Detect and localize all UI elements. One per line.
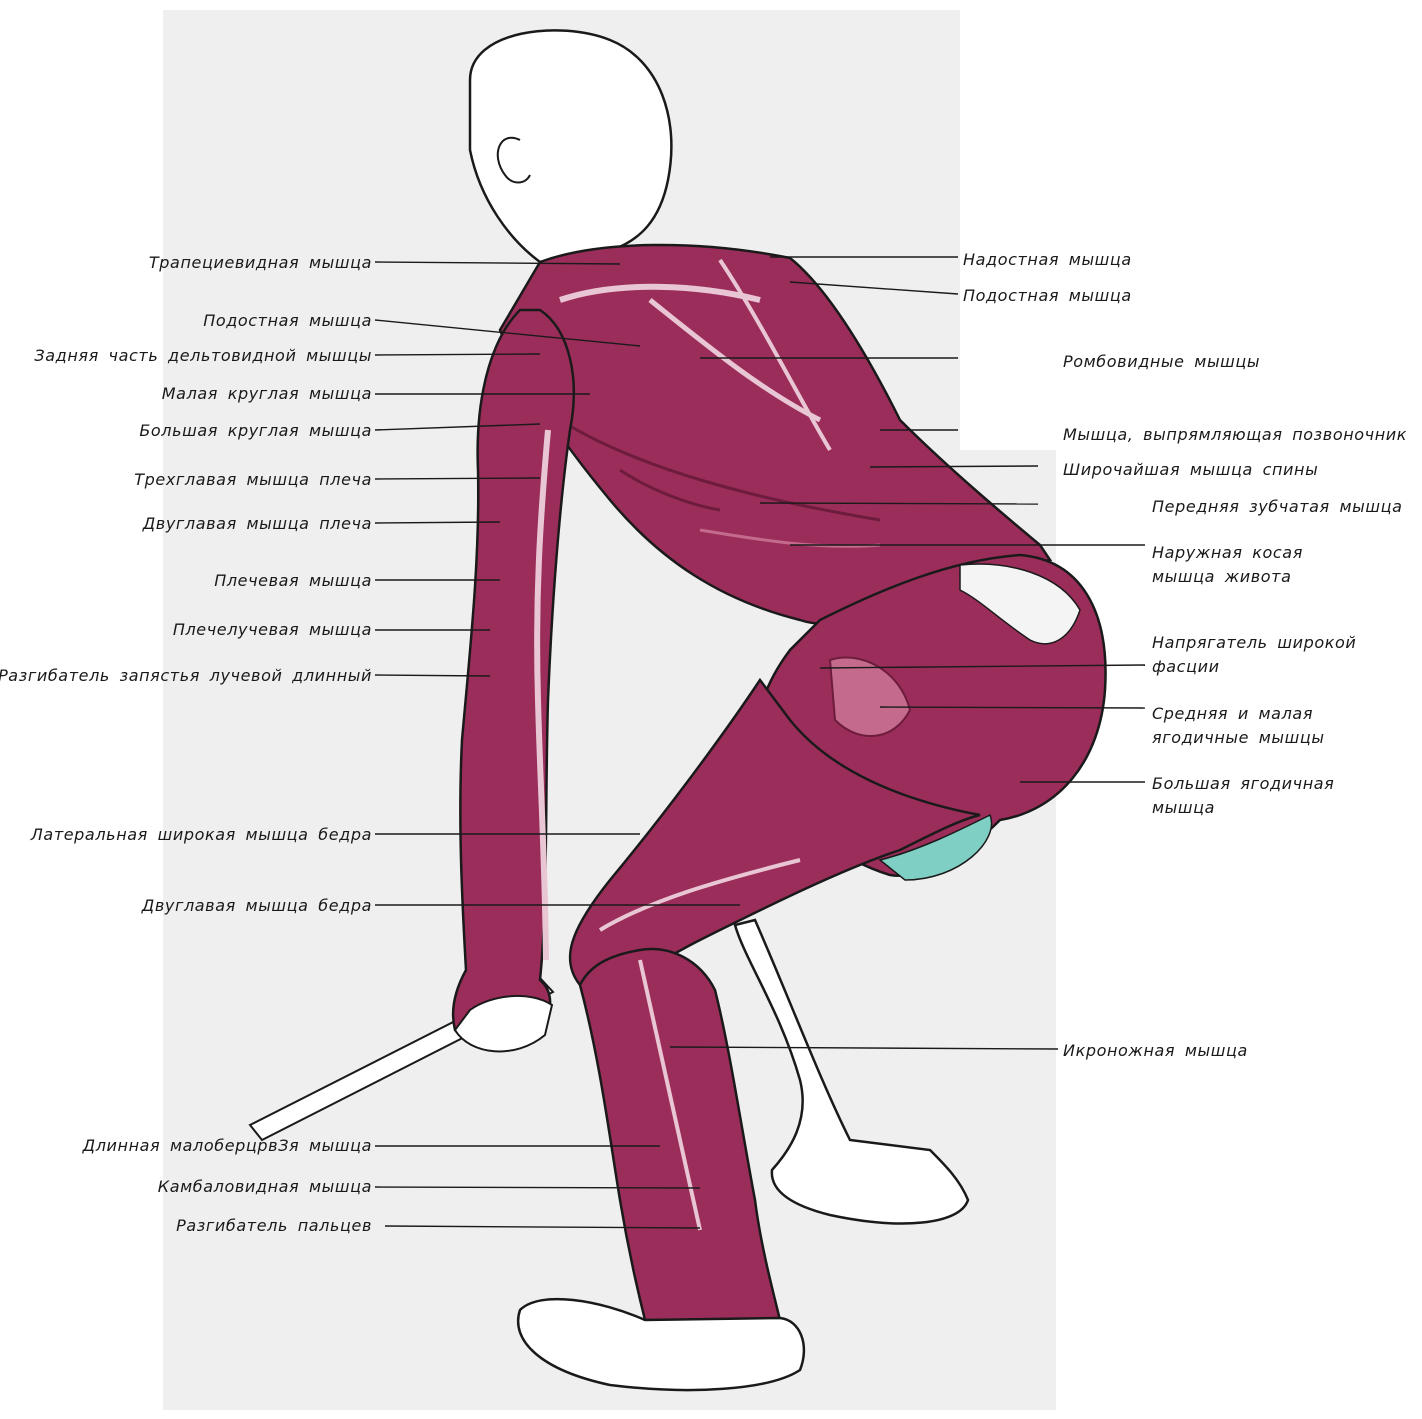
label-gastrocnemius: Икроножная мышца bbox=[1063, 1041, 1248, 1061]
label-brachialis: Плечевая мышца bbox=[214, 571, 372, 591]
label-rhomboids: Ромбовидные мышцы bbox=[1063, 352, 1260, 372]
label-triceps: Трехглавая мышца плеча bbox=[134, 470, 372, 490]
label-soleus: Камбаловидная мышца bbox=[158, 1177, 372, 1197]
label-extensor-carpi: Разгибатель запястья лучевой длинный bbox=[0, 666, 372, 686]
label-supraspinatus: Надостная мышца bbox=[963, 250, 1132, 270]
label-infraspinatus-left: Подостная мышца bbox=[203, 311, 372, 331]
label-infraspinatus-right: Подостная мышца bbox=[963, 286, 1132, 306]
label-latissimus: Широчайшая мышца спины bbox=[1063, 460, 1318, 480]
label-brachioradialis: Плечелучевая мышца bbox=[173, 620, 372, 640]
label-teres-minor: Малая круглая мышца bbox=[162, 384, 372, 404]
label-external-oblique: Наружная косая мышца живота bbox=[1152, 543, 1303, 587]
label-peroneus-longus: Длинная малоберцрвЗя мышца bbox=[83, 1136, 372, 1156]
label-biceps: Двуглавая мышца плеча bbox=[143, 514, 372, 534]
label-gluteus-medius-minimus: Средняя и малая ягодичные мышцы bbox=[1152, 704, 1325, 748]
label-trapezius: Трапециевидная мышца bbox=[149, 253, 372, 273]
label-teres-major: Большая круглая мышца bbox=[139, 421, 372, 441]
label-extensor-digitorum: Разгибатель пальцев bbox=[176, 1216, 372, 1236]
label-tensor-fasciae-latae: Напрягатель широкой фасции bbox=[1152, 633, 1356, 677]
label-gluteus-maximus: Большая ягодичная мышца bbox=[1152, 774, 1334, 818]
label-biceps-femoris: Двуглавая мышца бедра bbox=[142, 896, 372, 916]
label-erector-spinae: Мышца, выпрямляющая позвоночник bbox=[1063, 425, 1407, 445]
label-posterior-deltoid: Задняя часть дельтовидной мышцы bbox=[34, 346, 372, 366]
label-serratus-anterior: Передняя зубчатая мышца bbox=[1152, 497, 1403, 517]
label-vastus-lateralis: Латеральная широкая мышца бедра bbox=[31, 825, 372, 845]
